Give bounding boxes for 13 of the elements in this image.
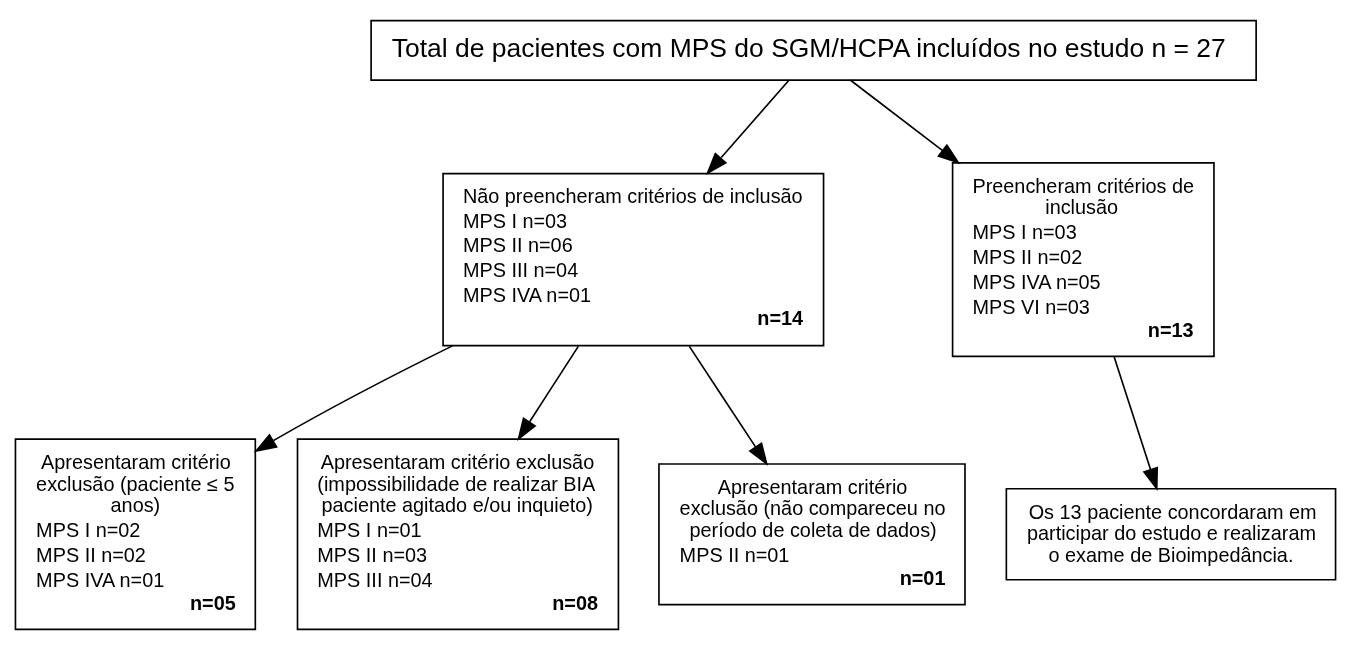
node-box: Apresentaram critério exclusão (impossibilidade de realizar BIA paciente agitado e/ou inquieto) MPS I n=01 MPS II n=03 MPS III n=04 n=08 [296, 438, 620, 631]
arrow [253, 345, 454, 453]
arrow [849, 79, 961, 165]
arrow [705, 79, 790, 176]
arrow [688, 345, 768, 466]
arrow [1113, 356, 1159, 491]
node-box: Os 13 paciente concordaram em participar do estudo e realizaram o exame de Bioimpedância. [1005, 487, 1337, 581]
node-box: Total de pacientes com MPS do SGM/HCPA incluídos no estudo n = 27 [370, 19, 1257, 81]
arrow [517, 345, 580, 441]
node-box: Não preencheram critérios de inclusão MPS I n=03 MPS II n=06 MPS III n=04 MPS IVA n=01 n=14 [442, 172, 825, 347]
node-box: Apresentaram critério exclusão (não compareceu no período de coleta de dados) MPS II n=01 n=01 [658, 463, 966, 606]
node-box: Apresentaram critério exclusão (paciente ≤ 5 anos) MPS I n=02 MPS II n=02 MPS IVA n=01 n=05 [14, 438, 257, 631]
node-box: Preencheram critérios de inclusão MPS I n=03 MPS II n=02 MPS IVA n=05 MPS VI n=03 n=13 [951, 162, 1215, 358]
